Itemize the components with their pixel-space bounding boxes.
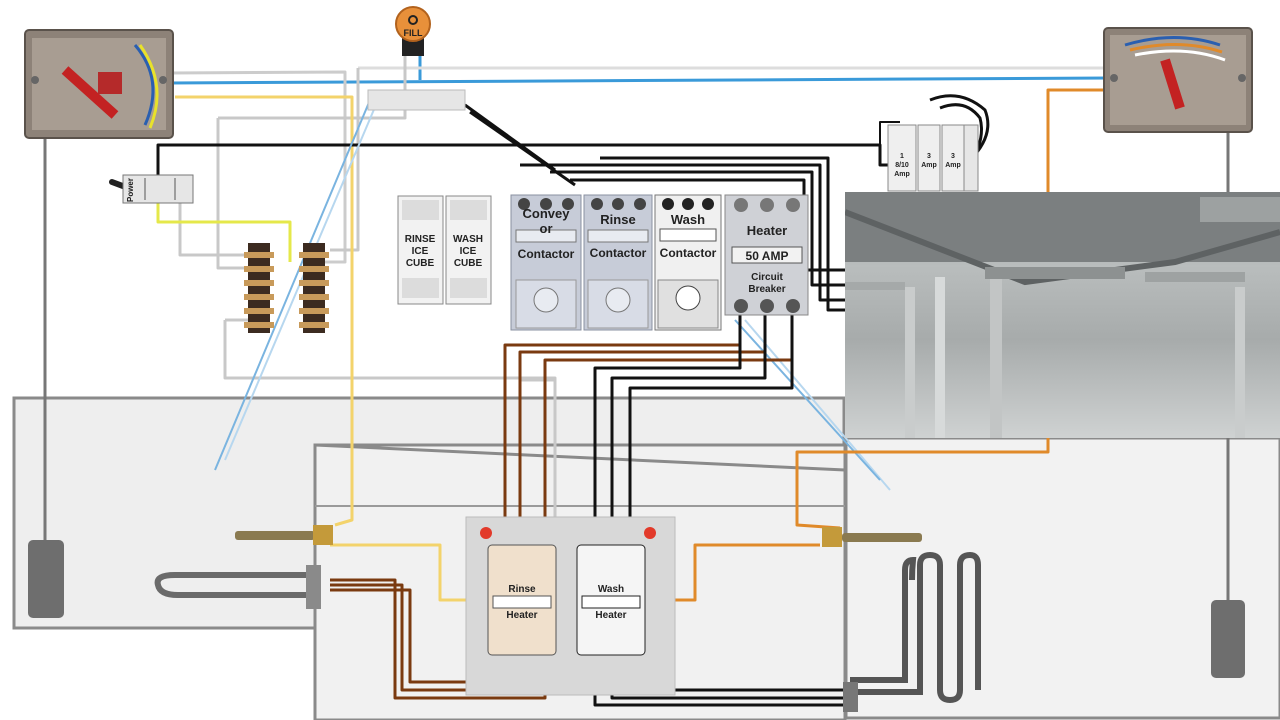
rinse-heating-element xyxy=(154,565,321,609)
terminal-strip-right xyxy=(299,243,329,333)
fuse-1-line3: Amp xyxy=(894,171,910,178)
contactor-conveyor-title1: Convey xyxy=(523,206,571,221)
wash-heater-line2: Heater xyxy=(595,610,626,621)
left-float xyxy=(28,540,64,618)
wash-heating-element xyxy=(843,551,981,712)
heater-circuit-breaker: Heater 50 AMP Circuit Breaker xyxy=(724,194,809,316)
fill-button[interactable]: FILL xyxy=(395,6,431,56)
relay-wash-line3: CUBE xyxy=(454,258,483,269)
breaker-subtitle2: Breaker xyxy=(748,284,785,295)
wire-blue xyxy=(169,76,1111,85)
wash-heater-contactor: Wash Heater xyxy=(576,544,646,656)
rinse-heater-contactor: Rinse Heater xyxy=(487,544,557,656)
contactor-rinse-title: Rinse xyxy=(600,212,635,227)
wire-lime xyxy=(156,200,292,262)
terminal-strip-left xyxy=(244,243,274,333)
right-float xyxy=(1211,600,1245,678)
wire-yellow xyxy=(175,95,354,527)
relay-wash-line2: ICE xyxy=(460,246,477,257)
left-float-switch-box xyxy=(24,29,174,139)
breaker-title: Heater xyxy=(747,223,787,238)
contactor-rinse: Rinse Contactor xyxy=(583,194,653,331)
fuse-3-line2: Amp xyxy=(945,162,961,169)
relay-wash-ice-cube: WASH ICE CUBE xyxy=(445,195,492,305)
wire-orange xyxy=(795,88,1110,530)
fill-button-label: FILL xyxy=(404,28,423,38)
left-thermostat-probe xyxy=(235,525,333,545)
rinse-heater-line2: Heater xyxy=(506,610,537,621)
contactor-conveyor-subtitle: Contactor xyxy=(518,247,575,261)
contactor-conveyor-title2: or xyxy=(540,221,553,236)
rinse-indicator-light xyxy=(480,527,492,539)
right-thermostat-probe xyxy=(822,527,922,547)
fuse-1-line1: 1 xyxy=(900,153,904,160)
contactor-rinse-subtitle: Contactor xyxy=(590,246,647,260)
relay-rinse-line1: RINSE xyxy=(405,234,436,245)
relay-rinse-line3: CUBE xyxy=(406,258,435,269)
breaker-subtitle1: Circuit xyxy=(751,272,783,283)
fuse-2-line1: 3 xyxy=(927,153,931,160)
fuse-2-line2: Amp xyxy=(921,162,937,169)
wash-heater-line1: Wash xyxy=(598,584,624,595)
fuse-block: 1 8/10 Amp 3 Amp 3 Amp xyxy=(887,124,979,192)
contactor-wash-subtitle: Contactor xyxy=(660,246,717,260)
relay-rinse-ice-cube: RINSE ICE CUBE xyxy=(397,195,444,305)
power-switch-label: Power xyxy=(126,178,135,202)
power-switch[interactable]: Power xyxy=(109,174,194,204)
contactor-wash: Wash Contactor xyxy=(654,194,722,331)
relay-rinse-line2: ICE xyxy=(412,246,429,257)
tank-interior-photo-drawing xyxy=(845,192,1280,438)
relay-wash-line1: WASH xyxy=(453,234,483,245)
junction-box xyxy=(367,89,466,111)
tank-interior-photo xyxy=(845,192,1280,438)
rinse-heater-line1: Rinse xyxy=(508,584,536,595)
wire-gray-top xyxy=(169,70,347,264)
contactor-conveyor: Convey or Contactor xyxy=(510,194,582,331)
wash-indicator-light xyxy=(644,527,656,539)
breaker-rating: 50 AMP xyxy=(746,249,789,263)
contactor-wash-title: Wash xyxy=(671,212,705,227)
fuse-3-line1: 3 xyxy=(951,153,955,160)
fuse-1-line2: 8/10 xyxy=(895,162,909,169)
right-float-switch-box xyxy=(1103,27,1253,133)
